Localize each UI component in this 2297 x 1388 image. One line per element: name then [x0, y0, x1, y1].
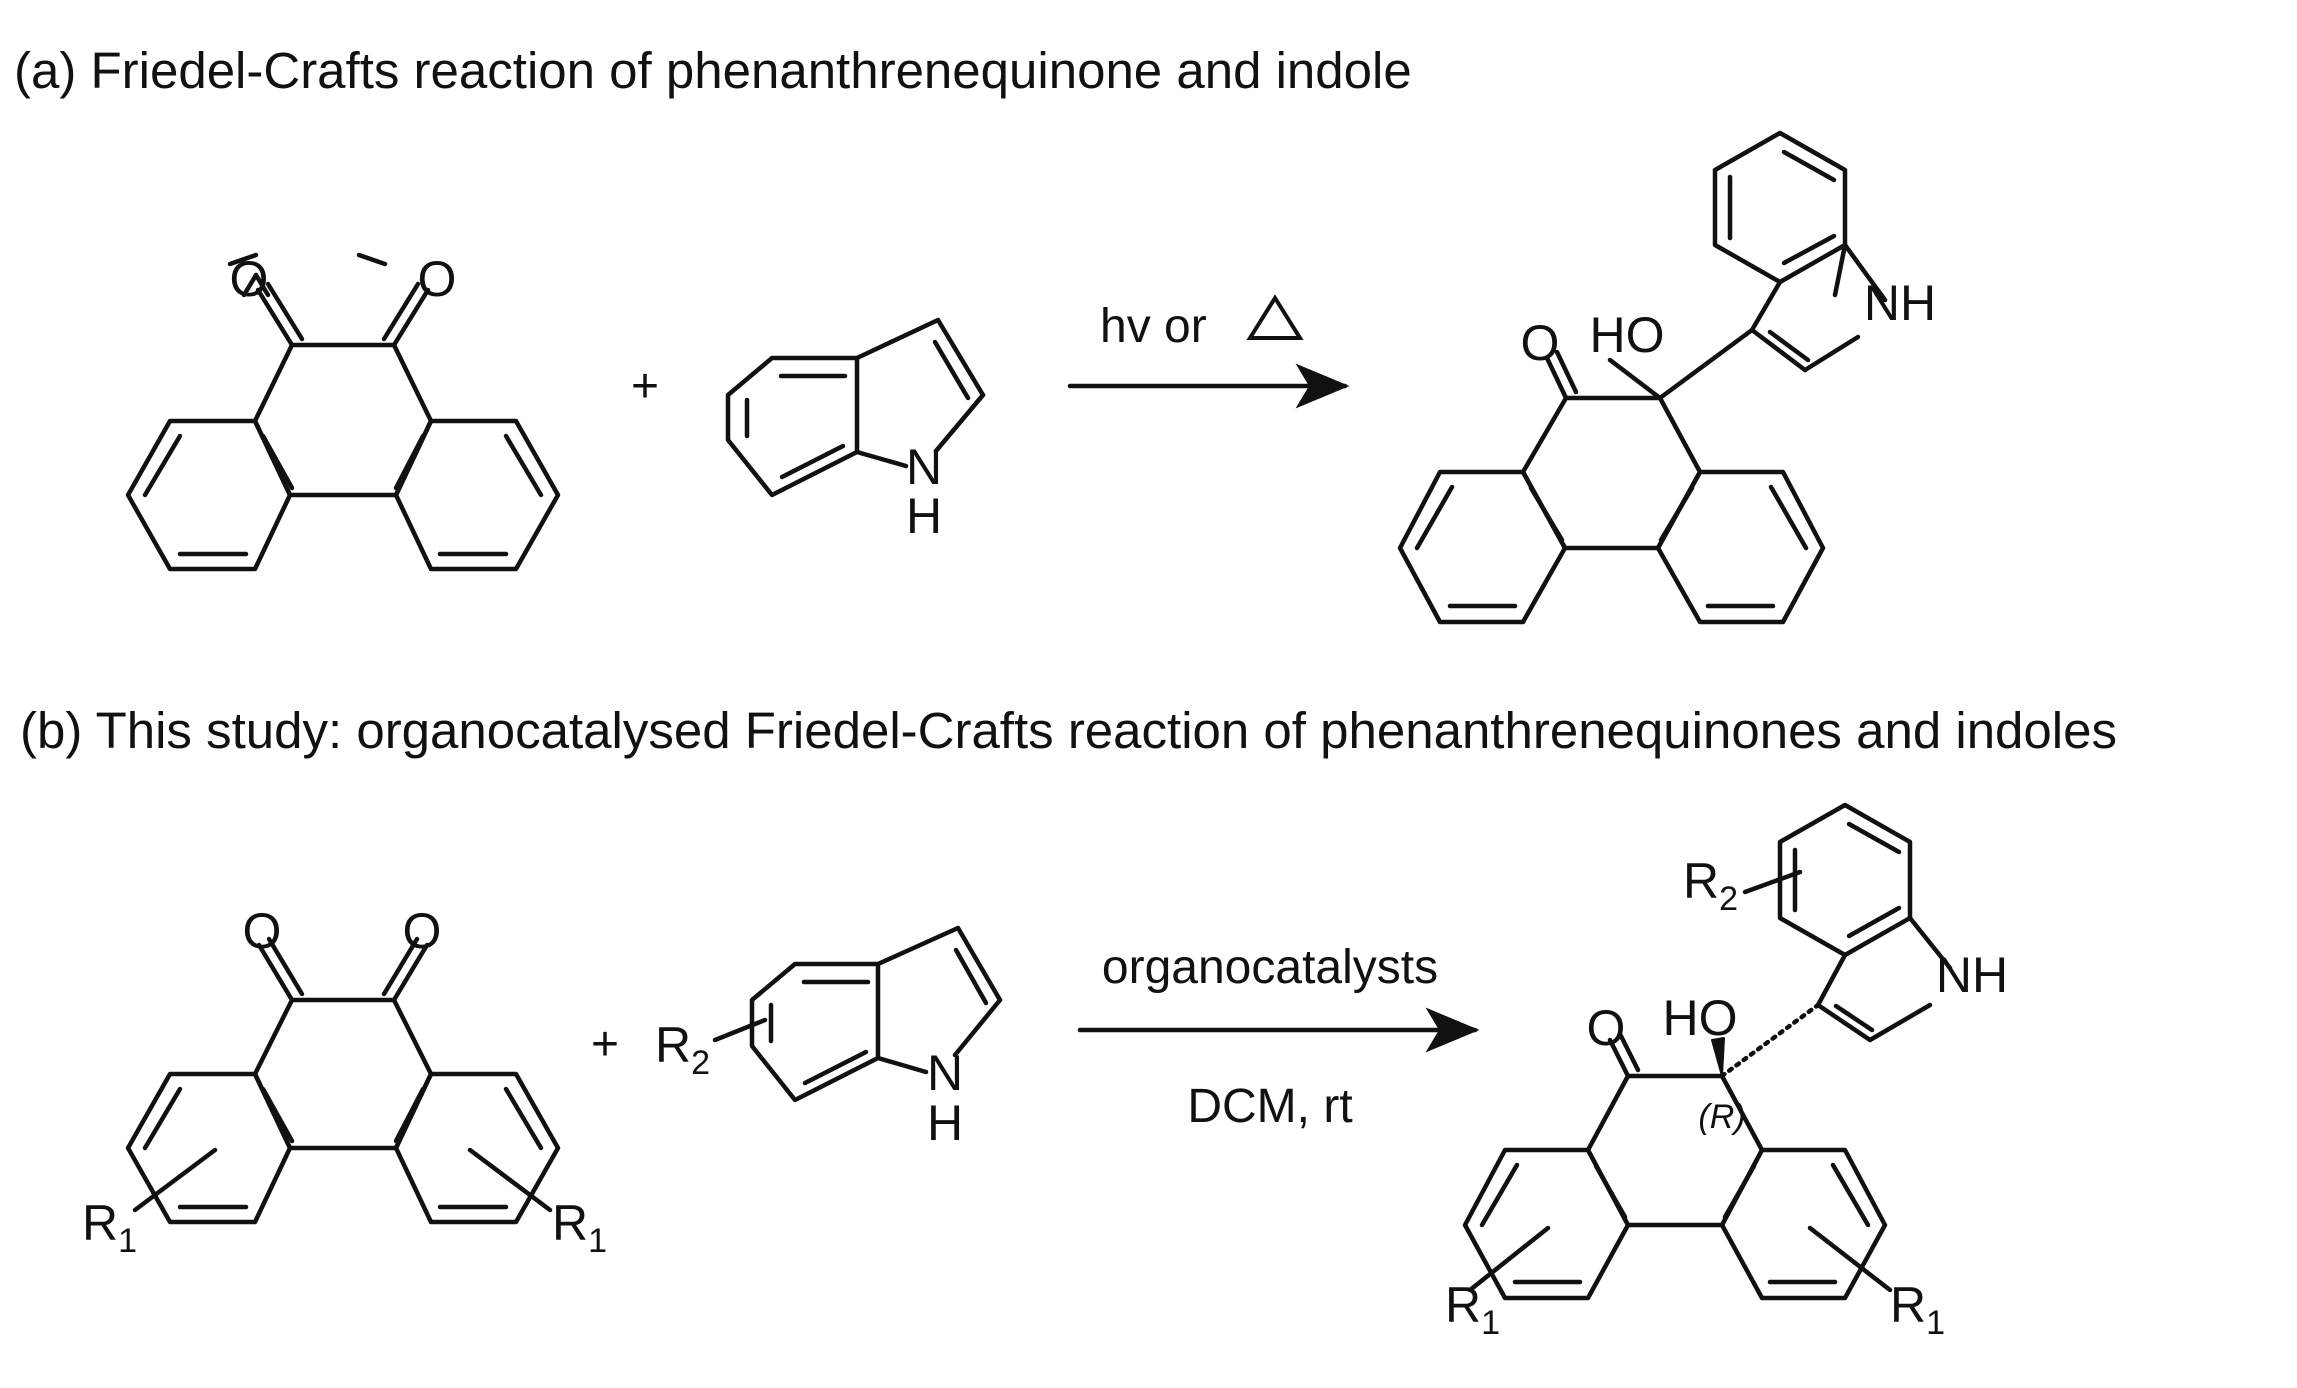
section-a-heading: (a) Friedel-Crafts reaction of phenanthr…	[14, 42, 1412, 99]
indole-a: N H	[725, 317, 986, 544]
atom-ho: HO	[1590, 307, 1665, 363]
product-a: O HO NH	[1397, 130, 1936, 625]
atom-n: N	[906, 439, 942, 495]
phenanthrenequinone-b: O O R1 R1	[82, 903, 607, 1260]
substituent-r1-right: R1	[552, 1195, 607, 1260]
substituent-r1-left: R1	[82, 1195, 137, 1260]
atom-h: H	[906, 488, 942, 544]
atom-n: N	[927, 1045, 963, 1101]
atom-nh: NH	[1936, 947, 2008, 1003]
substituent-r1-right: R1	[1890, 1277, 1945, 1342]
substituent-r1-left: R1	[1445, 1277, 1500, 1342]
conditions-a: hv or	[1100, 300, 1207, 353]
atom-o2: O	[418, 251, 457, 307]
substituent-r2: R2	[1683, 853, 1738, 918]
indole-b: R2 N H	[655, 925, 1003, 1151]
conditions-top-b: organocatalysts	[1102, 941, 1438, 994]
atom-o2: O	[403, 903, 442, 959]
atom-nh: NH	[1864, 275, 1936, 331]
atom-h: H	[927, 1095, 963, 1151]
plus-sign-a: +	[631, 360, 659, 413]
conditions-bottom-b: DCM, rt	[1187, 1080, 1352, 1133]
atom-o: O	[1587, 1000, 1626, 1056]
atom-o1: O	[230, 251, 269, 307]
phenanthrenequinone-a: O O	[125, 251, 561, 572]
plus-sign-b: +	[591, 1018, 619, 1071]
atom-o1: O	[243, 903, 282, 959]
atom-ho: HO	[1663, 990, 1738, 1046]
substituent-r2: R2	[655, 1017, 710, 1082]
heat-triangle-icon	[1246, 294, 1304, 340]
atom-o: O	[1521, 315, 1560, 371]
stereo-descriptor: (R)	[1698, 1098, 1745, 1136]
section-b-heading: (b) This study: organocatalysed Friedel-…	[20, 702, 2117, 759]
product-b: O HO NH (R) R2 R1 R1	[1445, 802, 2008, 1342]
